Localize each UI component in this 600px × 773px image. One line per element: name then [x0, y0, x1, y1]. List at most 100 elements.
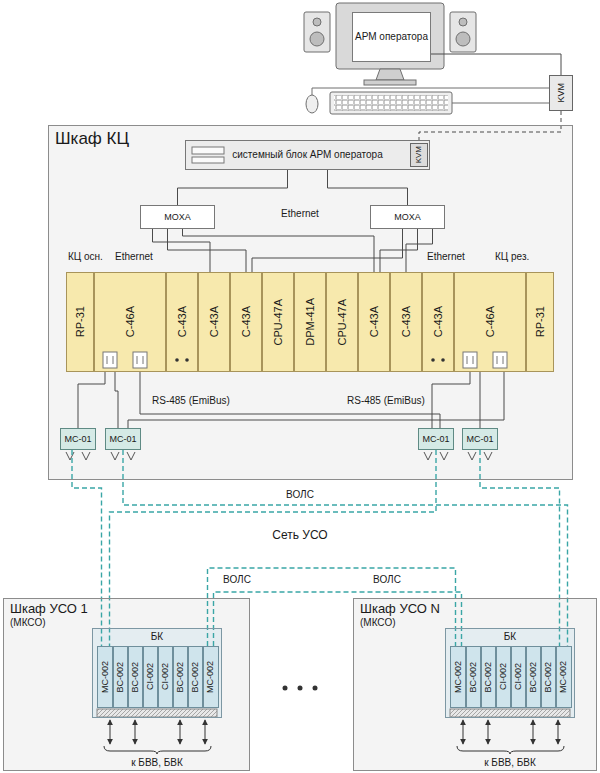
note-label: к БВВ, БВК	[482, 757, 538, 769]
node-fill	[555, 646, 572, 708]
keyboard	[330, 92, 452, 114]
io-module: MC-002	[202, 646, 219, 708]
node-fill	[326, 272, 358, 372]
cable-link	[115, 372, 118, 428]
ellipsis-dots	[283, 686, 318, 691]
node-fill	[358, 272, 390, 372]
node-text: C-43A	[240, 306, 253, 337]
drive-bay	[192, 147, 224, 154]
node-fill	[60, 428, 96, 450]
media-converter: MC-01	[418, 428, 454, 450]
terminal-strip	[97, 709, 217, 717]
node-text: CPU-47A	[272, 299, 285, 345]
speaker	[456, 32, 470, 46]
node-text: MC-01	[64, 434, 91, 444]
brace	[104, 746, 564, 754]
node-text: CPU-47A	[336, 299, 349, 345]
ellipsis-dots	[283, 686, 288, 691]
node-text: Шкаф УСО 1	[10, 602, 88, 617]
node-fill	[198, 272, 230, 372]
network-label: Ethernet	[113, 251, 155, 263]
speaker	[310, 32, 324, 46]
rack-label: КЦ осн.	[66, 251, 105, 263]
field-signal-arrow	[488, 720, 489, 744]
rack-module: CPU-47A	[326, 272, 358, 372]
node-text: C-43A	[208, 306, 221, 337]
field-signal-arrow	[110, 720, 111, 744]
node-text: БК	[504, 631, 516, 643]
media-converter: MC-01	[105, 428, 141, 450]
rack-module: RP-31	[66, 272, 94, 372]
rack-module: C-43A	[198, 272, 230, 372]
bus-connector	[463, 352, 477, 368]
indicator-dot	[175, 358, 179, 362]
node-text: MOXA	[394, 212, 421, 222]
keyboard	[334, 95, 448, 111]
node-text: BC-002	[130, 662, 140, 693]
node-fill	[48, 125, 573, 480]
note-label: к БВВ, БВК	[129, 757, 185, 769]
bus-connector	[103, 352, 117, 368]
speaker	[450, 12, 476, 52]
speaker	[313, 18, 321, 26]
indicator-dot	[431, 358, 435, 362]
field-signal-arrow	[533, 720, 534, 744]
fiber-link	[208, 568, 456, 646]
node-fill	[390, 272, 422, 372]
fiber-label: ВОЛС	[284, 489, 316, 501]
node-text: MC-002	[558, 661, 568, 693]
node-fill	[422, 272, 454, 372]
node-text: BC-002	[483, 662, 493, 693]
moxa-switch: MOXA	[140, 205, 215, 229]
node-text: MC-002	[453, 661, 463, 693]
cable-link	[419, 111, 561, 143]
hardware-detail	[66, 147, 570, 754]
fiber-label: ВОЛС	[221, 574, 253, 586]
node-fill	[3, 598, 250, 771]
connector-group	[72, 54, 568, 646]
speaker	[459, 18, 467, 26]
node-text: MC-01	[109, 434, 136, 444]
node-fill	[418, 428, 454, 450]
fiber-link	[214, 592, 462, 646]
cable-link	[380, 229, 418, 272]
base-chassis: MC-002BC-002BC-002CI-002CI-002BC-002BC-0…	[445, 628, 575, 718]
cable-link	[128, 372, 504, 428]
rack-module: C-43A	[390, 272, 422, 372]
node-text: системный блок АРМ оператора	[232, 149, 382, 161]
node-text: CI-002	[513, 663, 523, 690]
control-cabinet: KVM системный блок АРМ оператораMOXA MOXA R…	[48, 125, 573, 480]
network-label: Сеть УСО	[270, 528, 329, 542]
rack-module: DPM-41A	[294, 272, 326, 372]
rack-module: C-46A	[94, 272, 166, 372]
node-fill	[185, 140, 430, 170]
node-text: C-43A	[400, 306, 413, 337]
rack-band	[63, 268, 557, 376]
node-text: MC-01	[466, 434, 493, 444]
io-module: MC-002	[555, 646, 572, 708]
node-text: BC-002	[190, 662, 200, 693]
rack-label: КЦ рез.	[493, 251, 531, 263]
node-text: MC-002	[205, 661, 215, 693]
kvm-module: KVM	[410, 143, 428, 167]
node-fill	[230, 272, 262, 372]
indicator-dot	[175, 358, 445, 362]
node-fill	[353, 598, 597, 771]
node-text: C-46A	[484, 306, 497, 337]
system-unit: KVM системный блок АРМ оператора	[185, 140, 430, 170]
node-text: БК	[151, 631, 163, 643]
io-cabinet: MC-002BC-002BC-002CI-002CI-002BC-002BC-0…	[3, 598, 250, 771]
node-text: BC-002	[115, 662, 125, 693]
cable-link	[431, 54, 561, 75]
drive-bay	[192, 147, 224, 163]
node-text: Шкаф УСО N	[360, 602, 440, 617]
node-fill	[454, 272, 526, 372]
bus-connector	[103, 352, 507, 368]
node-fill	[526, 272, 554, 372]
field-signal-arrow	[135, 720, 136, 744]
node-fill	[94, 272, 166, 372]
node-fill	[166, 272, 198, 372]
node-text: BC-002	[175, 662, 185, 693]
monitor-base	[364, 80, 416, 85]
